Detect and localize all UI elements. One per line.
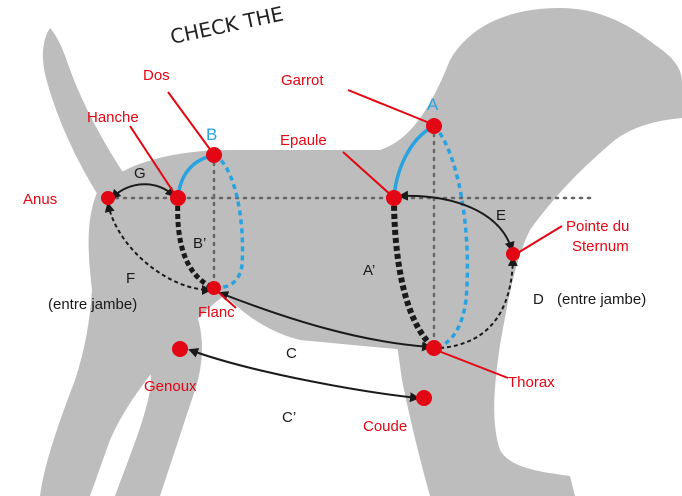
leader-dos — [167, 91, 213, 153]
point-flanc — [207, 281, 221, 295]
point-garrot — [426, 118, 442, 134]
leader-garrot — [347, 89, 433, 125]
label-thorax: Thorax — [508, 374, 555, 391]
measure-f-arrow — [104, 202, 212, 295]
measure-label-d: D — [533, 291, 544, 308]
measure-a-black-dashed — [391, 197, 437, 351]
measure-c-arrow — [218, 291, 432, 352]
dog-body — [40, 8, 682, 496]
measure-arrows — [104, 183, 518, 403]
leader-hanche — [129, 125, 177, 197]
measure-b-blue-dashed — [213, 153, 245, 290]
page-title: CHECK THE — [168, 2, 285, 49]
measure-a-blue-dashed — [432, 124, 470, 350]
point-genoux — [172, 341, 188, 357]
measure-label-c: C — [286, 345, 297, 362]
measure-e-arrow — [398, 190, 515, 252]
point-thorax — [426, 340, 442, 356]
label-garrot: Garrot — [281, 72, 324, 89]
measure-label-a-prime: A’ — [363, 262, 375, 279]
label-hanche: Hanche — [87, 109, 139, 126]
measure-a-blue-solid — [392, 124, 435, 199]
point-pointe-sternum — [506, 247, 520, 261]
point-dos — [206, 147, 222, 163]
point-anus — [101, 191, 115, 205]
leader-lines — [129, 89, 563, 379]
dog-back-leg — [92, 256, 202, 496]
label-genoux: Genoux — [144, 378, 197, 395]
measure-label-b-prime: B’ — [193, 235, 206, 252]
measure-label-e: E — [496, 207, 506, 224]
measure-note-d: (entre jambe) — [557, 291, 646, 308]
label-pointe-line2: Sternum — [572, 238, 629, 255]
measure-label-g: G — [134, 165, 146, 182]
leader-pointe — [515, 225, 563, 255]
measure-g-arrow — [110, 183, 176, 200]
label-coude: Coude — [363, 418, 407, 435]
label-anus: Anus — [23, 191, 57, 208]
label-dos: Dos — [143, 67, 170, 84]
anatomical-points — [101, 118, 520, 406]
dog-silhouette — [40, 8, 682, 496]
measure-c-prime-arrow — [188, 348, 420, 403]
dog-front-leg — [395, 330, 520, 496]
point-hanche — [170, 190, 186, 206]
measure-note-f: (entre jambe) — [48, 296, 137, 313]
label-flanc: Flanc — [198, 304, 235, 321]
measure-d-arrow — [439, 256, 518, 349]
dog-tail — [42, 28, 128, 195]
measure-label-f: F — [126, 270, 135, 287]
leader-thorax — [435, 349, 509, 379]
point-epaule — [386, 190, 402, 206]
leader-epaule — [342, 151, 393, 197]
label-pointe-line1: Pointe du — [566, 218, 629, 235]
measure-label-c-prime: C’ — [282, 409, 296, 426]
leader-flanc — [215, 289, 237, 309]
measure-a-loop — [391, 124, 470, 351]
measure-label-b: B — [206, 125, 217, 144]
label-epaule: Epaule — [280, 132, 327, 149]
point-coude — [416, 390, 432, 406]
measure-label-a: A — [427, 95, 439, 114]
